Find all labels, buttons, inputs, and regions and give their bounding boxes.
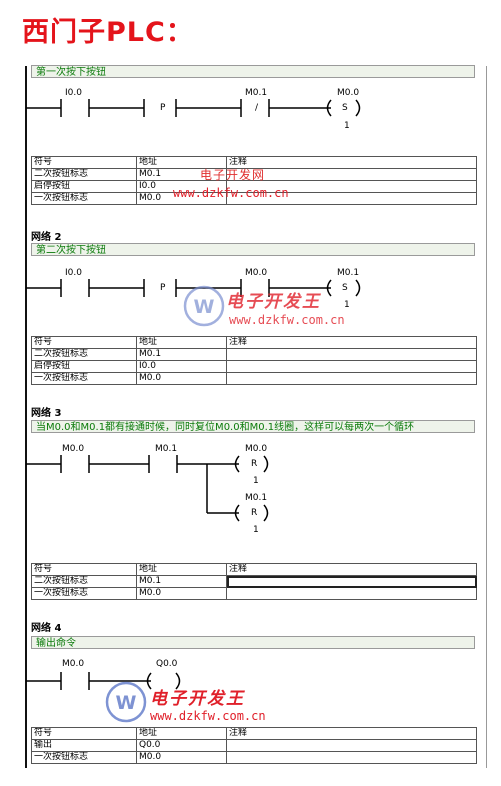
header-symbol: 符号 [31,563,137,576]
network-4-label: 网络 4 [31,623,62,634]
network-2-comment[interactable]: 第二次按下按钮 [31,243,475,256]
watermark-text: 电子开发网 [200,168,266,182]
network-3-comment[interactable]: 当M0.0和M0.1都有接通时候，同时复位M0.0和M0.1线圈，这样可以每两次… [31,420,475,433]
coil-label: M0.0 [245,444,268,454]
address-cell: M0.1 [136,575,227,588]
contact-label: M0.1 [155,444,178,454]
set-coil-type: S [342,283,348,293]
coil-label: M0.1 [245,493,268,503]
positive-edge-label: P [160,283,166,293]
comment-cell[interactable] [226,348,477,361]
coil-count: 1 [344,121,350,131]
coil-label: Q0.0 [156,659,178,669]
symbol-cell: 启停按钮 [31,360,137,373]
network-1-ladder [26,99,361,117]
symbol-cell: 一次按钮标志 [31,372,137,385]
watermark-brand: 电子开发王 [150,689,245,709]
watermark-url: www.dzkfw.com.cn [173,186,289,200]
symbol-cell: 输出 [31,739,137,752]
symbol-cell: 二次按钮标志 [31,168,137,181]
address-cell: M0.0 [136,372,227,385]
not-contact-symbol: / [255,103,259,113]
contact-label: M0.0 [62,659,85,669]
coil-count: 1 [344,300,350,310]
comment-cell[interactable] [226,587,477,600]
watermark-url: www.dzkfw.com.cn [229,313,345,327]
header-address: 地址 [136,563,227,576]
header-symbol: 符号 [31,336,137,349]
contact-label: I0.0 [65,268,82,278]
watermark-brand: 电子开发王 [226,292,321,312]
coil-count: 1 [253,525,259,535]
network-3-ladder [26,455,269,522]
comment-cell[interactable] [226,751,477,764]
positive-edge-label: P [160,103,166,113]
reset-coil-type: R [251,459,258,469]
reset-coil-type: R [251,508,258,518]
svg-text:W: W [116,692,137,714]
contact-label: M0.1 [245,88,268,98]
symbol-cell: 一次按钮标志 [31,587,137,600]
network-4-comment[interactable]: 输出命令 [31,636,475,649]
comment-cell[interactable] [226,739,477,752]
comment-cell[interactable] [226,192,477,205]
header-symbol: 符号 [31,156,137,169]
contact-label: M0.0 [62,444,85,454]
header-address: 地址 [136,336,227,349]
comment-cell[interactable] [226,360,477,373]
page-title: 西门子PLC： [22,17,194,48]
watermark-logo-icon: W [183,285,225,327]
svg-text:W: W [194,296,215,318]
address-cell: I0.0 [136,360,227,373]
symbol-cell: 二次按钮标志 [31,348,137,361]
comment-cell[interactable] [226,372,477,385]
network-3-label: 网络 3 [31,408,62,419]
coil-label: M0.1 [337,268,360,278]
watermark-url: www.dzkfw.com.cn [150,709,266,723]
set-coil-type: S [342,103,348,113]
address-cell: Q0.0 [136,739,227,752]
header-comment: 注释 [226,563,477,576]
symbol-cell: 二次按钮标志 [31,575,137,588]
header-symbol: 符号 [31,727,137,740]
contact-label: I0.0 [65,88,82,98]
address-cell: M0.0 [136,751,227,764]
header-comment: 注释 [226,727,477,740]
symbol-cell: 一次按钮标志 [31,751,137,764]
header-address: 地址 [136,727,227,740]
network-2-label: 网络 2 [31,232,62,243]
contact-label: M0.0 [245,268,268,278]
network-1-comment[interactable]: 第一次按下按钮 [31,65,475,78]
left-power-rail [25,66,27,768]
comment-cell[interactable] [226,575,477,588]
right-border [486,66,487,768]
network-2-ladder [26,279,361,297]
coil-count: 1 [253,476,259,486]
address-cell: M0.0 [136,587,227,600]
coil-label: M0.0 [337,88,360,98]
network-4-ladder [26,672,181,690]
symbol-cell: 一次按钮标志 [31,192,137,205]
address-cell: M0.1 [136,348,227,361]
symbol-cell: 启停按钮 [31,180,137,193]
watermark-logo-icon: W [105,681,147,723]
header-comment: 注释 [226,336,477,349]
